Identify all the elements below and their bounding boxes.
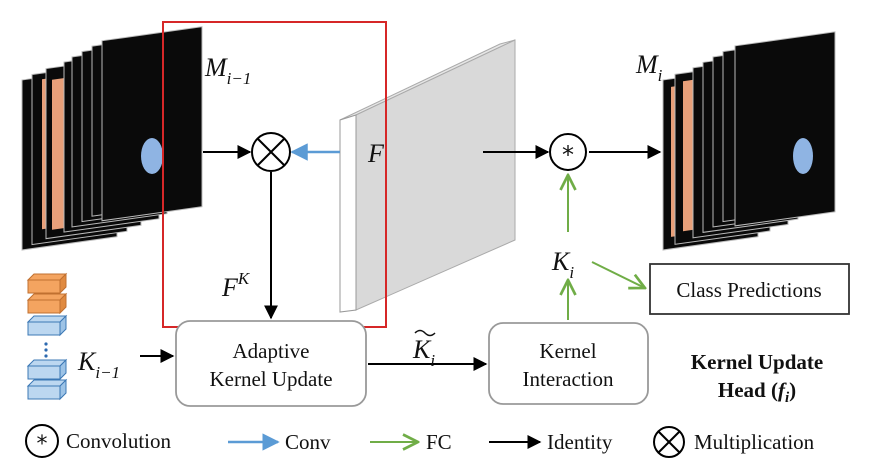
- mask-stack-prev: [21, 26, 203, 251]
- head-title-line1: Kernel Update: [691, 350, 823, 374]
- interaction-label-2: Interaction: [523, 367, 614, 391]
- class-predictions-box: Class Predictions: [649, 263, 850, 315]
- legend-conv: Conv: [228, 430, 331, 454]
- legend-identity: Identity: [489, 430, 613, 454]
- svg-text:*: *: [37, 432, 48, 457]
- adaptive-label-1: Adaptive: [233, 339, 310, 363]
- class-predictions-label: Class Predictions: [676, 278, 821, 302]
- label-m-cur: Mi: [635, 50, 663, 85]
- legend-multiplication: Multiplication: [653, 426, 815, 458]
- legend: * Convolution Conv FC Identity Multiplic…: [25, 424, 815, 458]
- adaptive-label-2: Kernel Update: [209, 367, 332, 391]
- adaptive-kernel-update-box: Adaptive Kernel Update: [175, 320, 367, 407]
- legend-fc-label: FC: [426, 430, 452, 454]
- label-k-cur: Ki: [551, 247, 574, 282]
- legend-identity-label: Identity: [547, 430, 613, 454]
- label-k-prev: Ki−1: [77, 347, 120, 382]
- label-feature: F: [367, 139, 385, 168]
- legend-conv-label: Conv: [285, 430, 331, 454]
- legend-convolution: * Convolution: [25, 424, 172, 458]
- kernel-interaction-box: Kernel Interaction: [488, 322, 649, 405]
- legend-multiplication-label: Multiplication: [694, 430, 815, 454]
- convolution-icon: *: [549, 133, 587, 171]
- legend-fc: FC: [370, 430, 452, 454]
- arrow-k-to-class: [591, 261, 645, 288]
- head-title-line2: Head (fi): [718, 378, 796, 406]
- legend-convolution-label: Convolution: [66, 429, 172, 453]
- interaction-label-1: Kernel: [539, 339, 596, 363]
- label-fk: FK: [221, 269, 251, 302]
- kernel-stack: [26, 272, 68, 401]
- svg-text:Ki: Ki: [412, 335, 435, 370]
- label-k-tilde: Ki: [412, 329, 436, 370]
- mask-stack-cur: [662, 31, 836, 251]
- multiplication-icon: [251, 132, 291, 172]
- label-m-prev: Mi−1: [204, 53, 251, 88]
- feature-map-slab: [339, 39, 516, 313]
- svg-text:*: *: [562, 141, 574, 169]
